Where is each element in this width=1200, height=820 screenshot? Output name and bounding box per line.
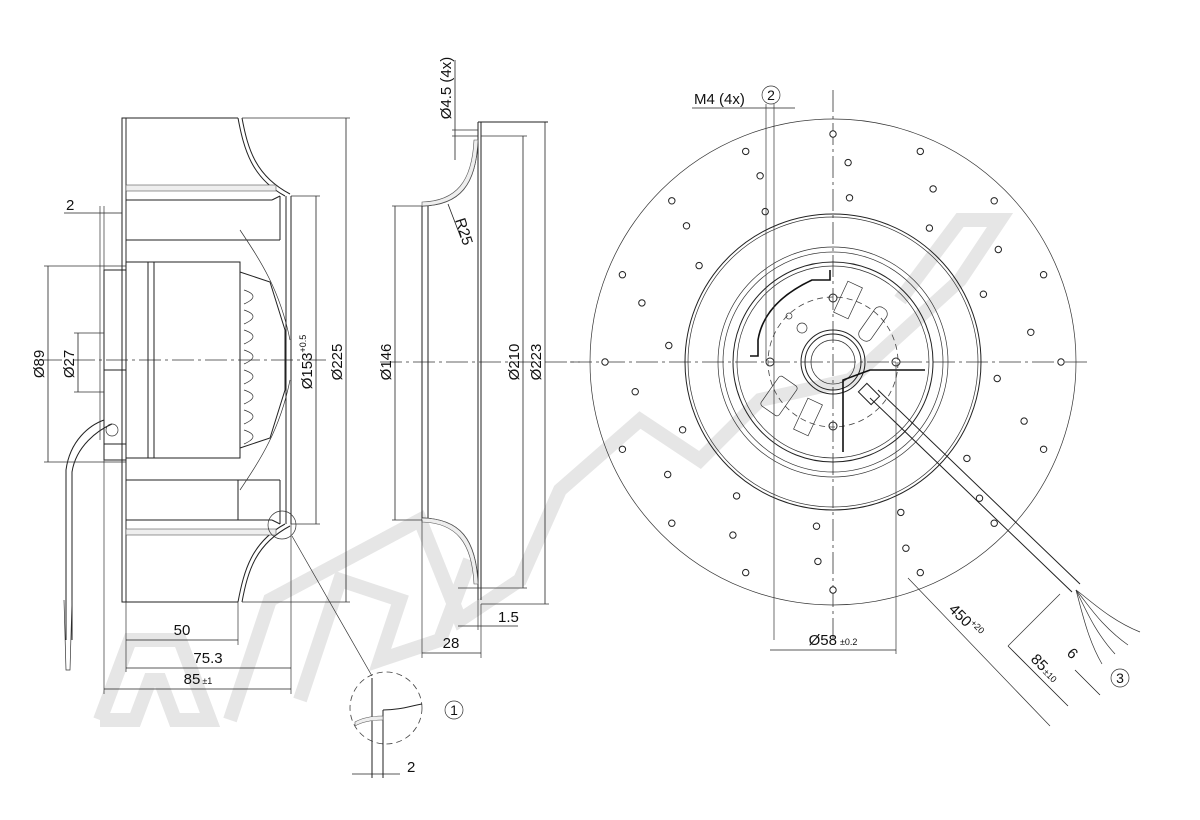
dim-bolt-circle-58: Ø58 [809,632,837,649]
perforation-hole [844,158,852,167]
dim-radius: R25 [451,216,476,247]
dim-wire-end: 6 [1063,645,1081,663]
perforation-hole [963,454,971,463]
dim-total-depth: 85 [184,671,201,688]
callout-1: 1 [450,702,458,718]
dim-bolt-circle: Ø210 [506,344,523,381]
impeller-outline [589,118,1077,606]
perforation-hole [916,568,924,577]
perforation-hole [990,519,998,527]
svg-text:Ø153+0.5: Ø153+0.5 [298,335,316,389]
perforation-hole [732,492,741,500]
perforation-hole [638,299,646,307]
perforation-hole [601,358,609,366]
perforation-hole [665,341,673,350]
perforation-hole [618,445,627,453]
callout-1-circle [444,700,464,720]
perforation-hole [845,194,854,202]
perforation-hole [618,271,627,279]
dim-outer-diameter: Ø225 [329,344,346,381]
perforation-hole [829,586,837,594]
front-view: M4 (4x) 2 Ø58±0.2 450+20 85±10 6 3 [570,85,1141,727]
perforation-hole [994,245,1002,254]
screw-depth-label [760,375,798,417]
perforation-hole [979,290,988,298]
mount-hole [828,293,838,303]
perforation-hole [742,568,750,577]
dim-motor-diameter: Ø153 [299,353,316,390]
perforation-hole [975,494,984,502]
dim-ring-outer-diameter: Ø223 [528,344,545,381]
perforation-hole [678,426,687,434]
perforation-hole [668,519,676,527]
detail-1: 2 1 [349,671,464,778]
perforation-hole [929,185,937,193]
dim-hole-diameter: Ø4.5 (4x) [438,57,455,120]
callout-2: 2 [767,87,775,103]
perforation-hole [664,470,672,479]
perforation-hole [1020,417,1028,425]
perforation-holes [601,130,1065,594]
perforation-hole [729,531,737,539]
callout-2-circle [761,85,781,105]
thread-label: M4 (4x) [694,91,745,108]
perforation-hole [814,557,822,566]
dim-shaft-diameter: Ø27 [61,350,78,378]
perforation-hole [990,197,998,205]
dim-depth-50: 50 [174,622,191,639]
perforation-hole [1039,445,1048,453]
watermark [93,213,1014,727]
perforation-hole [1027,328,1035,336]
svg-text:85±1: 85±1 [184,671,213,688]
perforation-hole [829,130,837,138]
hub-plate [103,269,127,461]
dim-ring-depth: 28 [443,635,460,652]
dim-motor-diameter-tol: +0.5 [298,335,308,353]
perforation-hole [668,197,676,205]
cable [65,419,105,640]
perforation-hole [631,388,639,396]
perforation-hole [761,207,769,216]
svg-text:Ø58±0.2: Ø58±0.2 [809,632,858,649]
perforation-hole [902,544,910,552]
inlet-ring-view: Ø4.5 (4x) R25 Ø146 Ø210 Ø223 1.5 28 [378,57,580,658]
perforation-hole [1039,271,1048,279]
perforation-hole [695,261,703,270]
dim-flange-offset: 2 [66,197,74,214]
motor-fins [243,289,254,445]
callout-3: 3 [1116,670,1124,686]
perforation-hole [897,508,905,517]
perforation-hole [916,147,924,156]
wire-ends [1075,589,1141,665]
side-view: 2 Ø89 Ø27 Ø153+0.5 Ø225 50 75.3 [31,117,373,694]
detail-1-dimension: 2 [407,759,415,776]
motor-body [153,261,241,459]
mount-hole [828,421,838,431]
label-plate [858,306,888,342]
dim-total-depth-tol: ±1 [202,676,212,686]
dim-inner-diameter: Ø146 [378,344,395,381]
perforation-hole [812,522,821,530]
shaft-hub [800,329,866,395]
dim-depth-75: 75.3 [193,650,222,667]
perforation-hole [756,172,764,180]
dim-hub-diameter: Ø89 [31,350,48,378]
dim-bolt-circle-58-tol: ±0.2 [840,637,857,647]
perforation-hole [742,147,750,156]
callout-3-circle [1110,668,1130,688]
svg-text:85±10: 85±10 [1027,651,1062,686]
perforation-hole [682,222,691,230]
perforation-hole [925,224,934,232]
perforation-hole [993,374,1001,383]
perforation-hole [1057,358,1065,366]
dim-thickness: 1.5 [498,609,519,626]
svg-text:450+20: 450+20 [945,600,986,641]
